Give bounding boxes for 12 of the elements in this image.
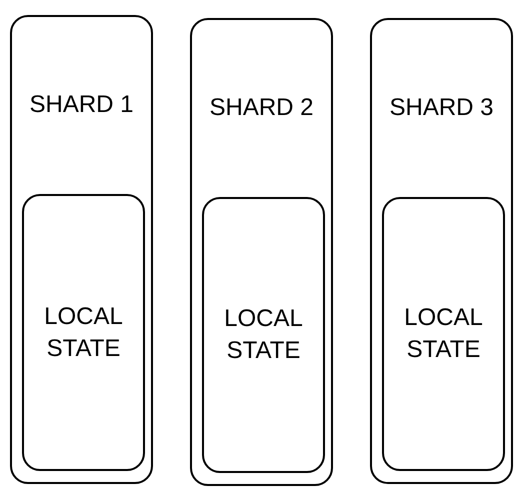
- box-label: LOCAL STATE: [43, 302, 124, 364]
- shard-container: [10, 15, 153, 484]
- shard-title: SHARD 1: [29, 90, 134, 120]
- local-state-box: [202, 197, 325, 473]
- shard-container: [370, 18, 513, 484]
- shard-title: SHARD 3: [389, 93, 494, 123]
- local-state-box: [382, 197, 505, 471]
- shard-title: SHARD 2: [209, 93, 314, 123]
- shard-container: [190, 18, 333, 486]
- box-label: LOCAL STATE: [223, 304, 304, 366]
- local-state-box: [22, 194, 145, 471]
- box-label: LOCAL STATE: [403, 303, 484, 365]
